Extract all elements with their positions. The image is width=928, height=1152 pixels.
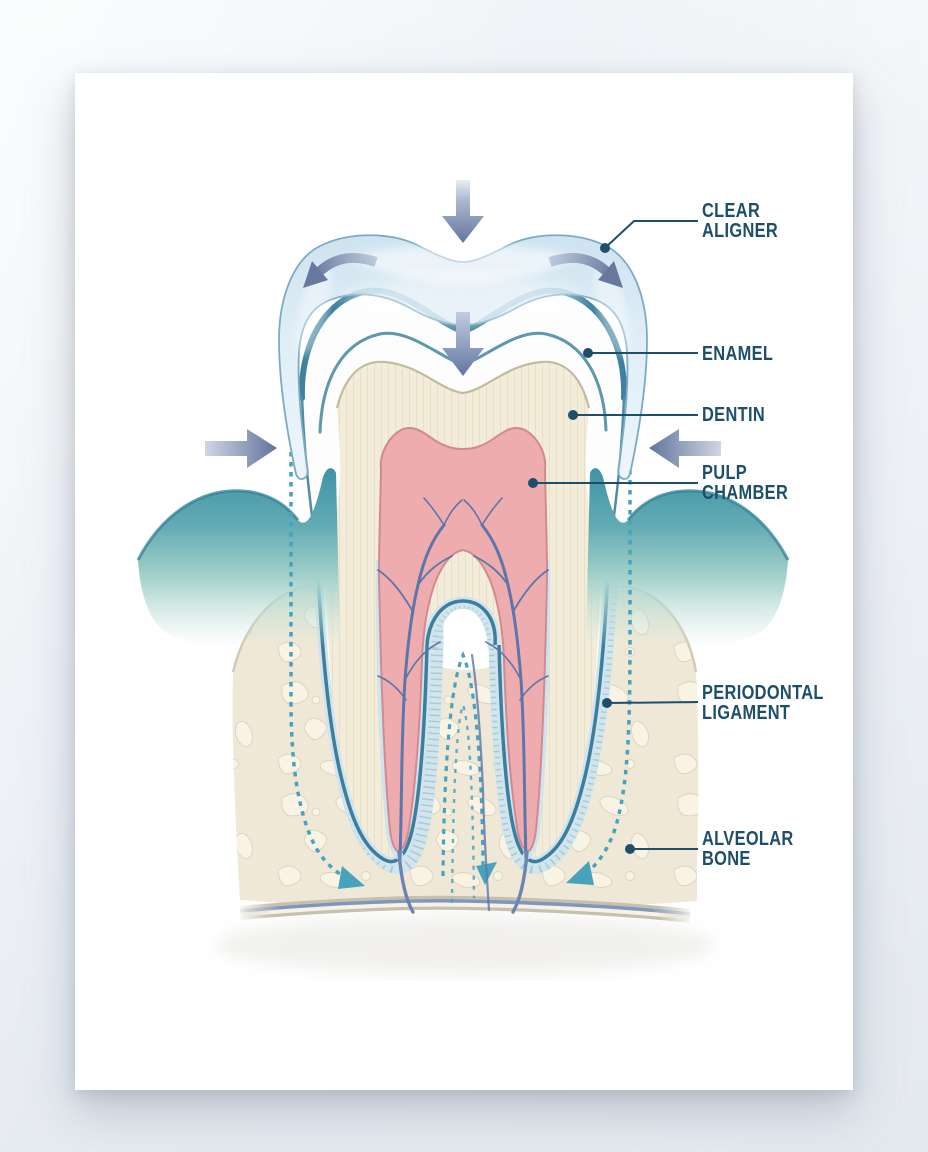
curved-force-arrow-right-icon (548, 252, 623, 288)
dashed-force-path-right (566, 470, 632, 885)
nerve-canal-band (239, 895, 691, 923)
gum-right (586, 468, 790, 653)
callout-enamel (583, 348, 698, 358)
callout-pulp-chamber (528, 478, 698, 488)
lateral-force-arrow-left-icon (205, 429, 277, 468)
callout-periodontal-ligament (602, 698, 699, 708)
intrusion-force-arrow-icon (442, 312, 484, 376)
label-periodontal-ligament: PERIODONTAL LIGAMENT (702, 682, 824, 724)
lateral-force-arrow-right-icon (649, 429, 721, 468)
dashed-force-path-left (289, 452, 365, 889)
ground-shadow (215, 915, 715, 975)
callout-alveolar-bone (625, 844, 698, 854)
label-clear-aligner: CLEAR ALIGNER (702, 200, 779, 242)
label-pulp-chamber: PULP CHAMBER (702, 462, 789, 504)
label-enamel: ENAMEL (702, 343, 774, 365)
callout-clear-aligner (600, 220, 698, 253)
label-dentin: DENTIN (702, 404, 766, 426)
callout-lines (528, 220, 699, 854)
label-alveolar-bone: ALVEOLAR BONE (702, 828, 794, 870)
cementum-outline (312, 551, 614, 866)
callout-dentin (568, 410, 698, 420)
occlusal-force-arrow-icon (442, 180, 484, 243)
curved-force-arrow-left-icon (303, 252, 378, 288)
blood-vessels (377, 497, 549, 914)
clear-aligner-shape (278, 234, 648, 480)
